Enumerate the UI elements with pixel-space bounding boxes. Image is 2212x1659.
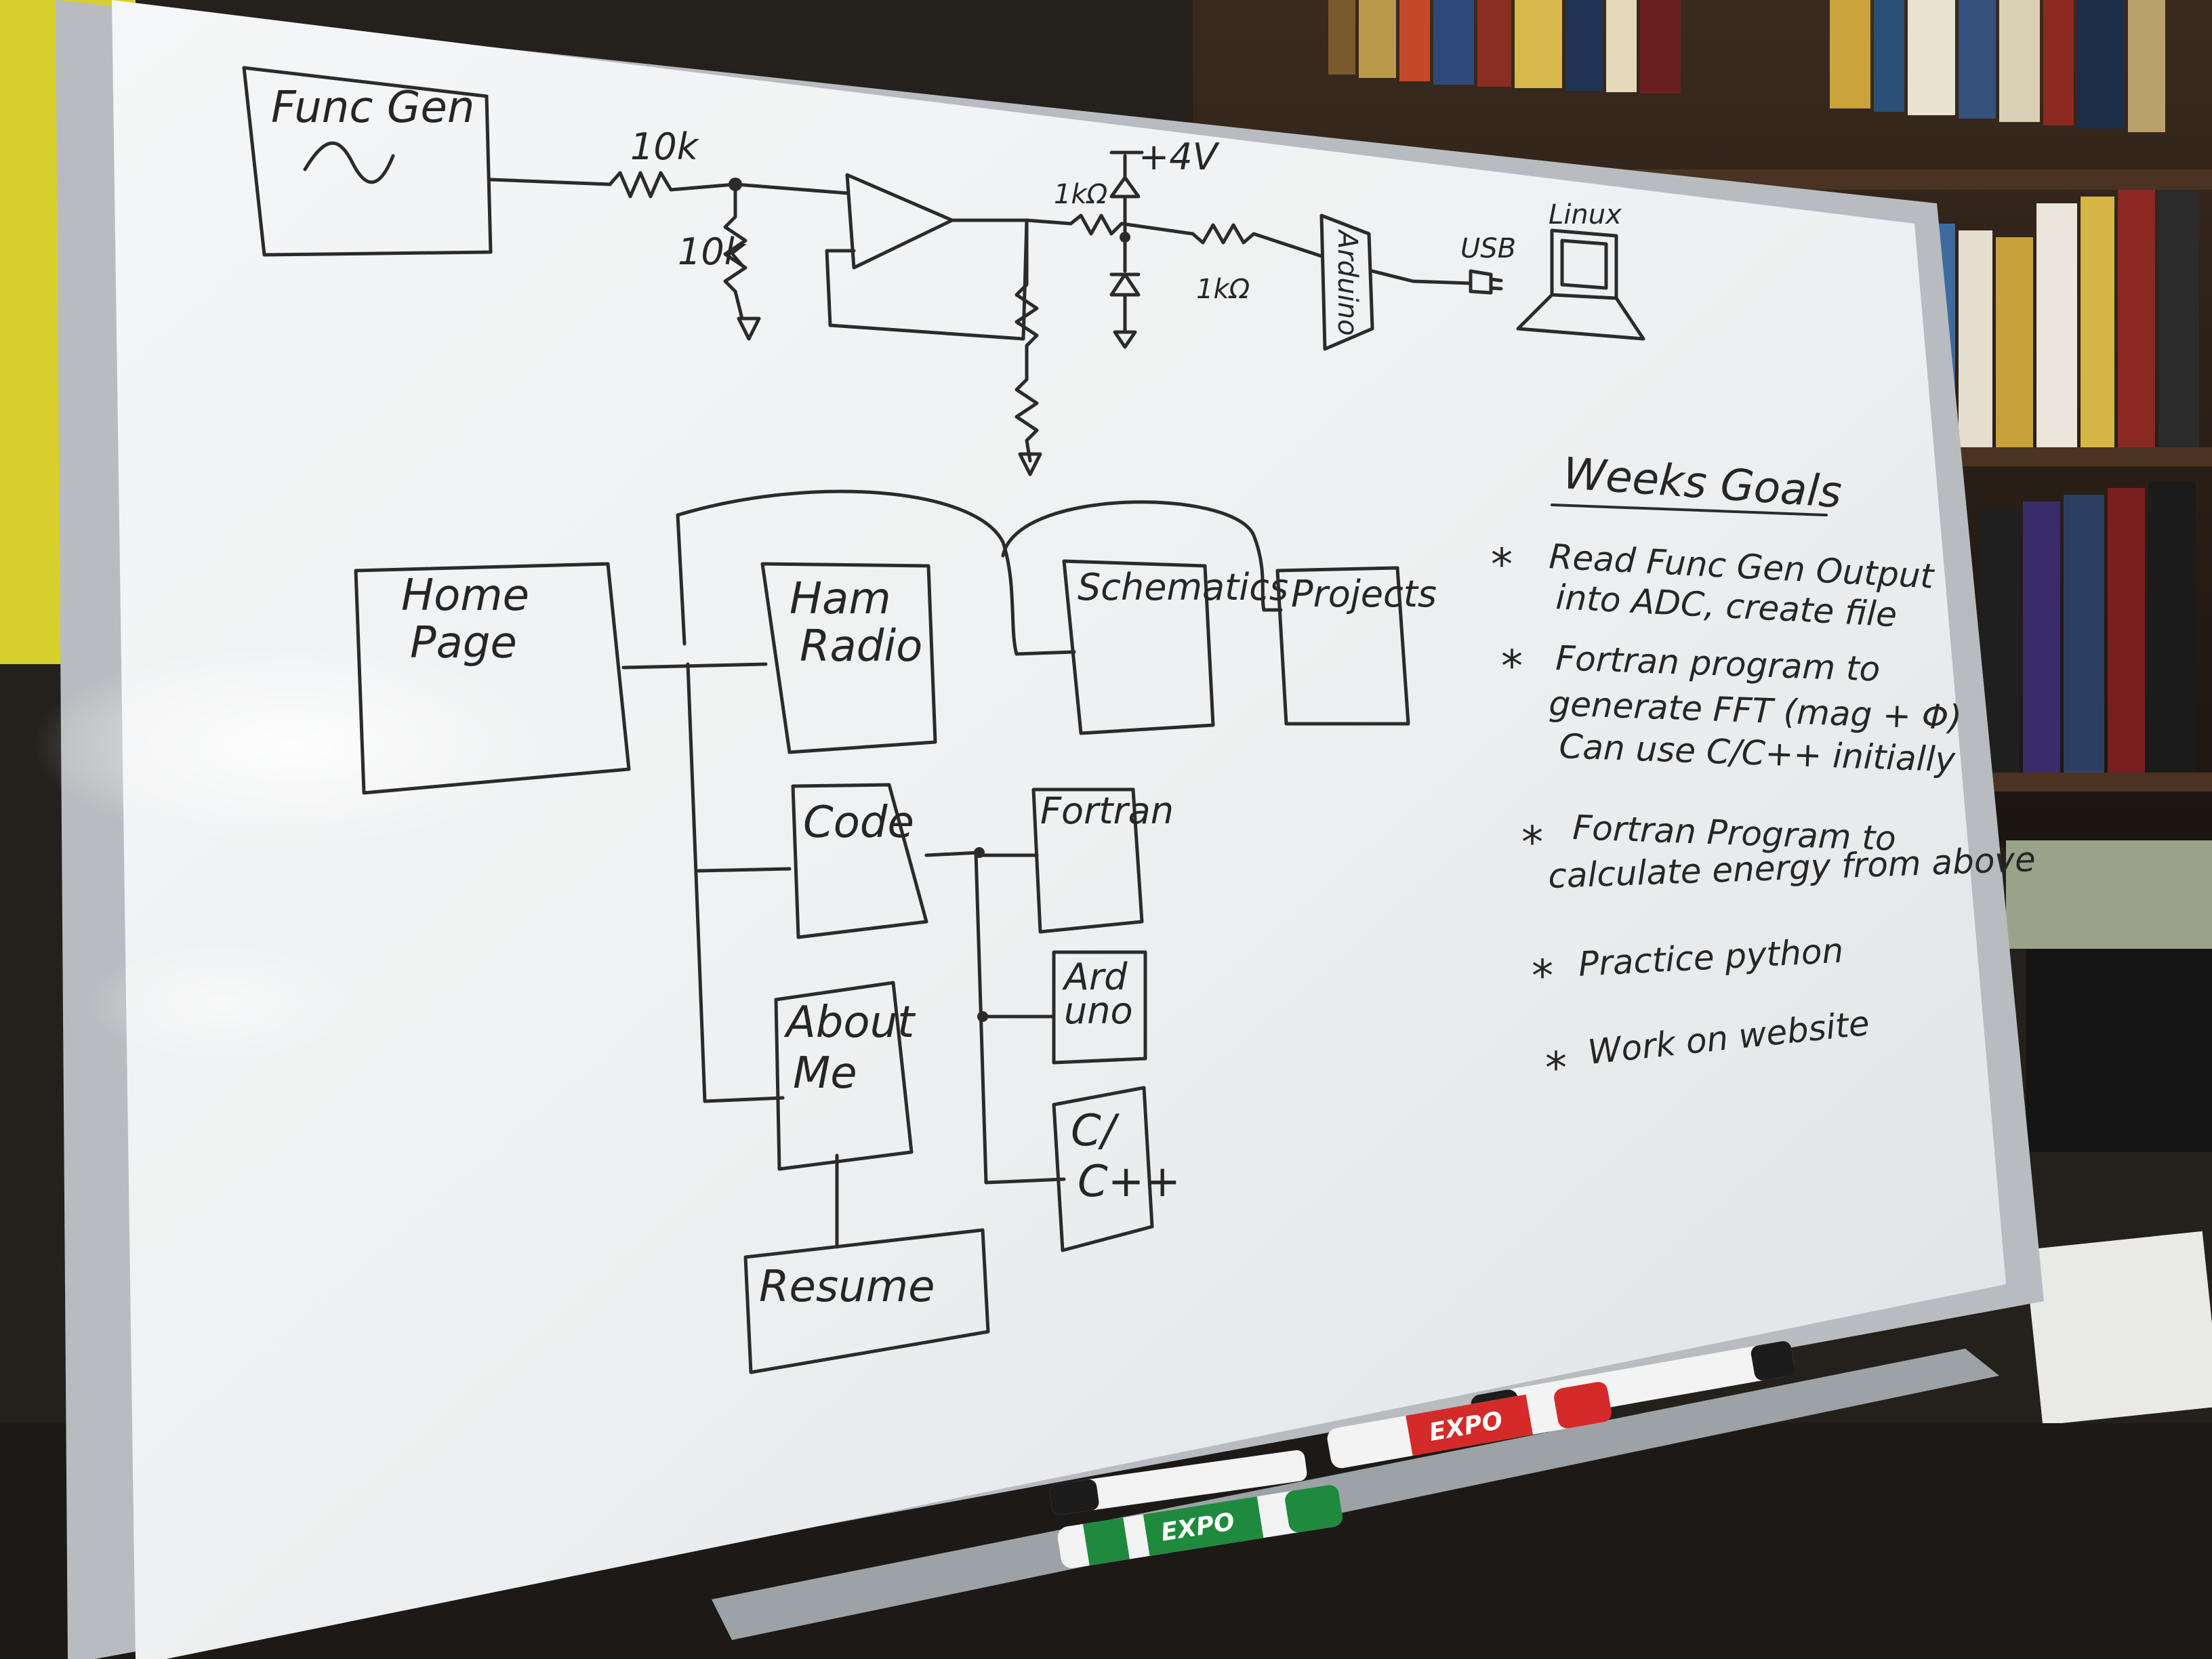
arduino-label: Arduino <box>1332 228 1363 336</box>
schematics-label: Schematics <box>1078 566 1288 609</box>
about-me-label-1: About <box>783 998 916 1048</box>
ard-uno-label-2: uno <box>1064 989 1133 1032</box>
code-label: Code <box>803 798 914 848</box>
box-code <box>791 783 928 939</box>
box-ham-radio <box>760 562 937 754</box>
box-c-cpp <box>1052 1086 1154 1252</box>
tissue-box <box>2006 840 2212 949</box>
usb-label: USB <box>1460 233 1516 264</box>
box-schematics <box>1062 559 1215 735</box>
marker-green: EXPO <box>1057 1485 1343 1568</box>
wire <box>489 178 612 186</box>
arch-line <box>676 489 1076 656</box>
goal-bullet-2: * <box>1501 642 1523 692</box>
trunk-line <box>686 662 785 1103</box>
ground-symbol <box>737 316 761 341</box>
arch-line <box>1001 500 1283 612</box>
resistor-shunt <box>723 182 747 321</box>
divider-resistors <box>1015 218 1039 463</box>
shelf-plank <box>1952 447 2212 466</box>
c-cpp-label-2: C++ <box>1078 1157 1181 1207</box>
resistor-1k <box>1069 213 1195 236</box>
resume-label: Resume <box>759 1262 935 1312</box>
ham-radio-label-1: Ham <box>790 574 891 624</box>
arduino-block <box>1319 213 1374 351</box>
about-me-label-2: Me <box>793 1048 857 1099</box>
diode-upper <box>1109 154 1141 239</box>
resistor-series-label: 10k <box>630 125 700 168</box>
ground-symbol <box>1018 452 1042 476</box>
goal-bullet-1: * <box>1491 540 1513 590</box>
op-amp <box>845 173 954 270</box>
ham-radio-label-2: Radio <box>800 621 922 672</box>
box-fortran <box>1031 787 1144 934</box>
sine-symbol <box>303 141 395 184</box>
laptop-base <box>1516 293 1645 341</box>
resistor-1k5-label: 1kΩ <box>1196 274 1250 305</box>
connector <box>621 662 768 670</box>
diode-lower <box>1109 235 1141 334</box>
circuit-diagram: Func Gen 10k 10k 1kΩ +4V 1kΩ Arduino USB… <box>242 66 1645 476</box>
whiteboard-surface <box>112 0 2006 1659</box>
printer <box>2026 949 2212 1152</box>
usb-plug <box>1469 269 1503 295</box>
connector <box>696 867 792 873</box>
box-projects <box>1275 566 1410 726</box>
goal-bullet-4: * <box>1532 951 1553 1002</box>
marker-black-2 <box>1049 1450 1307 1515</box>
linux-label: Linux <box>1549 199 1622 230</box>
paper-stack <box>2024 1231 2212 1425</box>
goal-bullet-5: * <box>1545 1044 1567 1094</box>
func-gen-box <box>242 66 493 257</box>
projects-label: Projects <box>1291 573 1437 615</box>
wire <box>733 182 849 195</box>
marker-tray <box>712 1349 1999 1640</box>
ground-symbol <box>1113 330 1137 349</box>
box-ard-uno <box>1052 950 1147 1065</box>
ard-uno-label-1: Ard <box>1062 956 1128 998</box>
supply-label: +4V <box>1139 136 1221 178</box>
resistor-series <box>608 171 737 199</box>
glare <box>34 644 549 847</box>
func-gen-label: Func Gen <box>271 83 474 133</box>
resistor-shunt-label: 10k <box>678 230 747 273</box>
resistor-1k-label: 1kΩ <box>1054 179 1108 210</box>
title-underline <box>1551 504 1828 516</box>
junction-dot <box>977 1011 988 1022</box>
c-cpp-label-1: C/ <box>1071 1106 1120 1156</box>
sitemap-diagram: Home Page Ham Radio Schematics Projects … <box>354 489 1437 1374</box>
glare <box>88 942 359 1064</box>
box-resume <box>743 1228 990 1374</box>
fortran-label: Fortran <box>1040 790 1174 832</box>
resistor-1k5 <box>1191 223 1324 258</box>
markers: EXPO EXPO <box>1049 1340 1795 1568</box>
usb-cable <box>1370 269 1473 285</box>
goal-bullet-3: * <box>1521 818 1543 868</box>
box-about-me <box>774 981 914 1171</box>
connector <box>924 851 1066 1185</box>
home-page-label-1: Home <box>401 571 529 621</box>
box-home-page <box>354 562 631 795</box>
home-page-label-2: Page <box>410 618 517 668</box>
shelf-plank <box>1952 773 2212 792</box>
marker-red: EXPO <box>1327 1382 1612 1469</box>
